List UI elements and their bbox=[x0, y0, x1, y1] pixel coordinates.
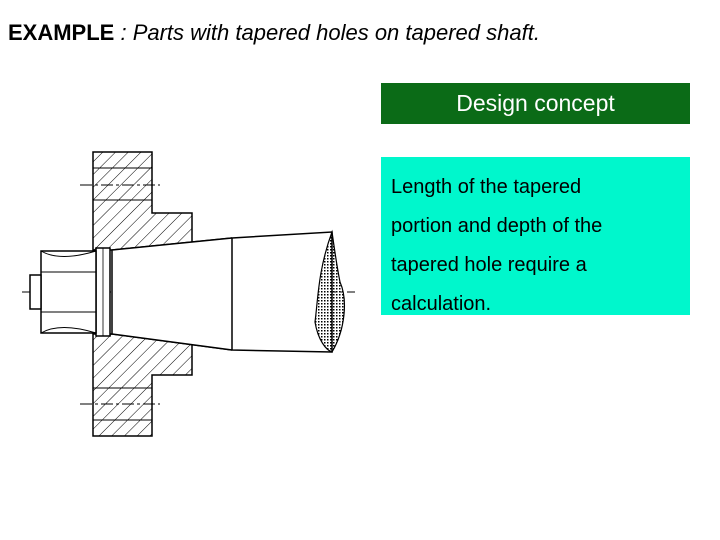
thread-stub bbox=[29, 274, 42, 310]
hub-upper-section bbox=[92, 151, 233, 251]
nut bbox=[40, 250, 97, 334]
description-line: tapered hole require a bbox=[391, 254, 587, 276]
description-line: calculation. bbox=[391, 293, 492, 315]
description-line: Length of the tapered bbox=[391, 176, 582, 198]
slide-title: EXAMPLE : Parts with tapered holes on ta… bbox=[8, 20, 540, 46]
design-concept-box: Design concept bbox=[381, 83, 690, 124]
description-box: Length of the tapered portion and depth … bbox=[381, 157, 690, 315]
tapered-shaft-drawing bbox=[22, 151, 355, 437]
title-bold: EXAMPLE bbox=[8, 20, 115, 45]
hub-lower-section bbox=[92, 333, 233, 437]
description-line: portion and depth of the bbox=[391, 215, 603, 237]
title-text: : Parts with tapered holes on tapered sh… bbox=[114, 20, 540, 45]
design-concept-label: Design concept bbox=[456, 90, 615, 116]
tapered-shaft bbox=[111, 231, 333, 353]
shaft-break-section bbox=[314, 231, 345, 353]
